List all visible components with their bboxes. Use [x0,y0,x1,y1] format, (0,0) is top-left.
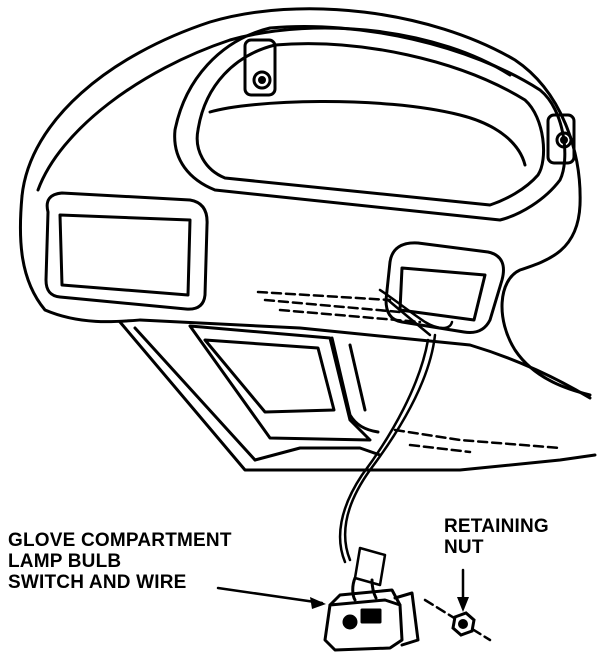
dashboard-outline [20,7,592,397]
cluster-opening [195,42,546,207]
leader-switch [216,586,324,605]
lower-panel-edge [118,320,597,472]
glove-box-inner [203,338,336,414]
label-line: NUT [444,537,484,558]
switch-body [323,598,404,652]
switch-wire-lead [351,576,357,602]
label-line: SWITCH AND WIRE [8,572,187,593]
glove-box-outline [188,324,372,442]
hidden-line-4 [393,428,562,450]
left-air-vent-inner [58,213,192,297]
hidden-line-1 [256,290,392,302]
dashboard-lower-edge [18,194,592,400]
switch-bracket [393,591,420,647]
wire-down-run [344,333,437,562]
retaining-nut-label: RETAINING NUT [444,516,549,558]
hidden-line-2 [263,298,402,314]
glove-box-door-edge [330,336,380,434]
right-air-vent-inner [398,266,487,322]
glove-compartment-switch-label: GLOVE COMPARTMENT LAMP BULB SWITCH AND W… [8,530,232,593]
right-air-vent-outer [384,241,505,334]
lower-panel-edge-2 [133,326,257,462]
cluster-screw-tab-left [243,38,277,97]
switch-mount-hole [342,614,358,630]
glove-box-door-edge-2 [348,343,367,412]
cluster-inner-shadow [208,100,527,167]
connector [353,546,387,587]
hidden-line-3 [278,308,422,324]
dashboard-rim [36,26,512,192]
wire-upper-bundle [378,288,454,330]
lower-return [253,446,382,462]
label-line: LAMP BULB [8,551,122,572]
cluster-hood [173,25,567,222]
hidden-line-5 [408,443,472,454]
cluster-screw-tab-right [546,113,576,165]
label-line: GLOVE COMPARTMENT [8,530,232,551]
left-air-vent-outer [44,191,209,311]
cluster-screw-right [555,131,573,149]
arrow-nut [457,597,469,612]
cluster-screw-left [252,70,272,90]
arrow-switch [310,597,326,609]
label-line: RETAINING [444,516,549,537]
